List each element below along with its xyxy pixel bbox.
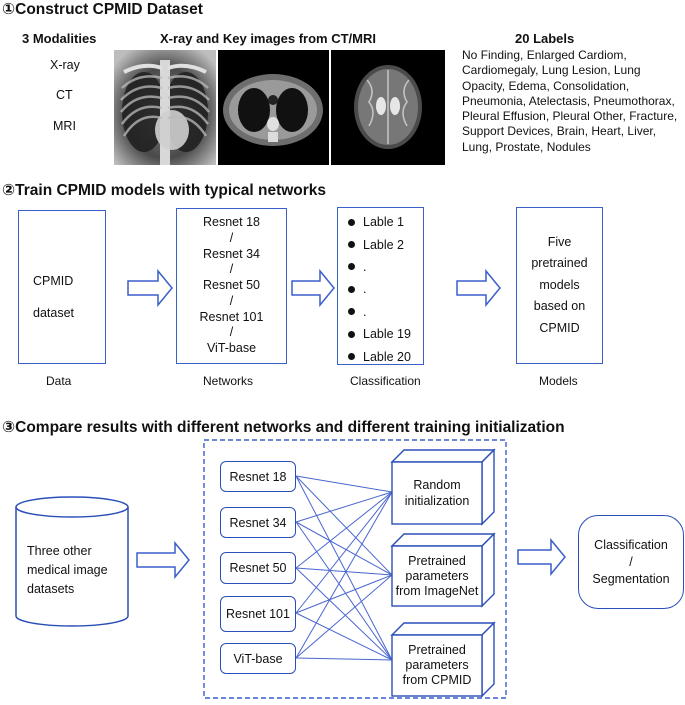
ct-image (218, 50, 329, 165)
networks-box: Resnet 18 / Resnet 34 / Resnet 50 / Resn… (176, 208, 287, 364)
class-item: Lable 20 (348, 345, 423, 367)
data-box-line1: CPMID (33, 274, 74, 288)
models-box: Five pretrained models based on CPMID (516, 207, 603, 364)
init-cubes (390, 448, 496, 698)
net-box-resnet101: Resnet 101 (220, 596, 296, 632)
xray-image (114, 50, 216, 165)
network-resnet101: Resnet 101 (199, 309, 264, 324)
bullet-icon (348, 218, 355, 226)
output-box: Classification / Segmentation (578, 515, 684, 609)
network-resnet50: Resnet 50 (203, 278, 260, 293)
net-box-resnet50: Resnet 50 (220, 552, 296, 584)
class-item: Lable 2 (348, 233, 423, 255)
class-item: Lable 1 (348, 211, 423, 233)
caption-networks: Networks (203, 374, 254, 388)
models-line: pretrained (531, 256, 588, 271)
network-sep: / (229, 262, 234, 277)
network-resnet18: Resnet 18 (203, 214, 260, 229)
datasets-label: Three other medical image datasets (27, 544, 108, 596)
models-line: based on (533, 299, 586, 314)
labels-heading: 20 Labels (515, 31, 575, 46)
connection-lines (295, 475, 393, 661)
init-random: Random initialization (404, 478, 470, 508)
database-icon (15, 496, 129, 627)
modality-ct: CT (56, 88, 73, 102)
caption-data: Data (46, 374, 72, 388)
bullet-icon (348, 241, 355, 249)
network-vit-base: ViT-base (206, 341, 257, 356)
section1-title: ①Construct CPMID Dataset (2, 1, 203, 18)
class-item: Lable 19 (348, 323, 423, 345)
bullet-icon (348, 308, 355, 316)
models-line: CPMID (539, 320, 580, 335)
init-cpmid: Pretrained parameters from CPMID (402, 643, 472, 687)
caption-classification: Classification (350, 374, 421, 388)
arrow-icon (291, 268, 335, 308)
arrow-icon (456, 268, 501, 308)
arrow-icon (136, 540, 190, 580)
network-sep: / (229, 293, 234, 308)
net-box-resnet18: Resnet 18 (220, 461, 296, 492)
net-box-resnet34: Resnet 34 (220, 507, 296, 538)
bullet-icon (348, 353, 355, 361)
class-item: . (348, 278, 423, 300)
modality-mri: MRI (53, 119, 76, 133)
network-sep: / (229, 325, 234, 340)
section3-title: ③Compare results with different networks… (2, 419, 565, 436)
data-box: CPMID dataset (18, 210, 106, 364)
models-line: Five (547, 234, 572, 249)
mri-image (331, 50, 445, 165)
section2-title: ②Train CPMID models with typical network… (2, 182, 327, 199)
modalities-heading: 3 Modalities (22, 31, 97, 46)
output-classification: Classification (594, 537, 668, 552)
caption-models: Models (539, 374, 578, 388)
models-line: models (539, 277, 580, 292)
output-segmentation: Segmentation (592, 571, 670, 586)
class-item: . (348, 256, 423, 278)
bullet-icon (348, 263, 355, 271)
arrow-icon (517, 537, 566, 577)
images-heading: X-ray and Key images from CT/MRI (160, 31, 376, 46)
bullet-icon (348, 285, 355, 293)
network-sep: / (229, 230, 234, 245)
network-resnet34: Resnet 34 (203, 246, 260, 261)
data-box-line2: dataset (33, 306, 75, 320)
modality-xray: X-ray (50, 58, 80, 72)
net-box-vit-base: ViT-base (220, 643, 296, 674)
labels-list: No Finding, Enlarged Cardiom, Cardiomega… (462, 48, 678, 154)
class-item: . (348, 301, 423, 323)
arrow-icon (127, 268, 173, 308)
init-imagenet: Pretrained parameters from ImageNet (395, 553, 479, 598)
bullet-icon (348, 330, 355, 338)
output-sep: / (629, 554, 633, 569)
classification-box: Lable 1 Lable 2 . . . Lable 19 Lable 20 (337, 207, 424, 365)
